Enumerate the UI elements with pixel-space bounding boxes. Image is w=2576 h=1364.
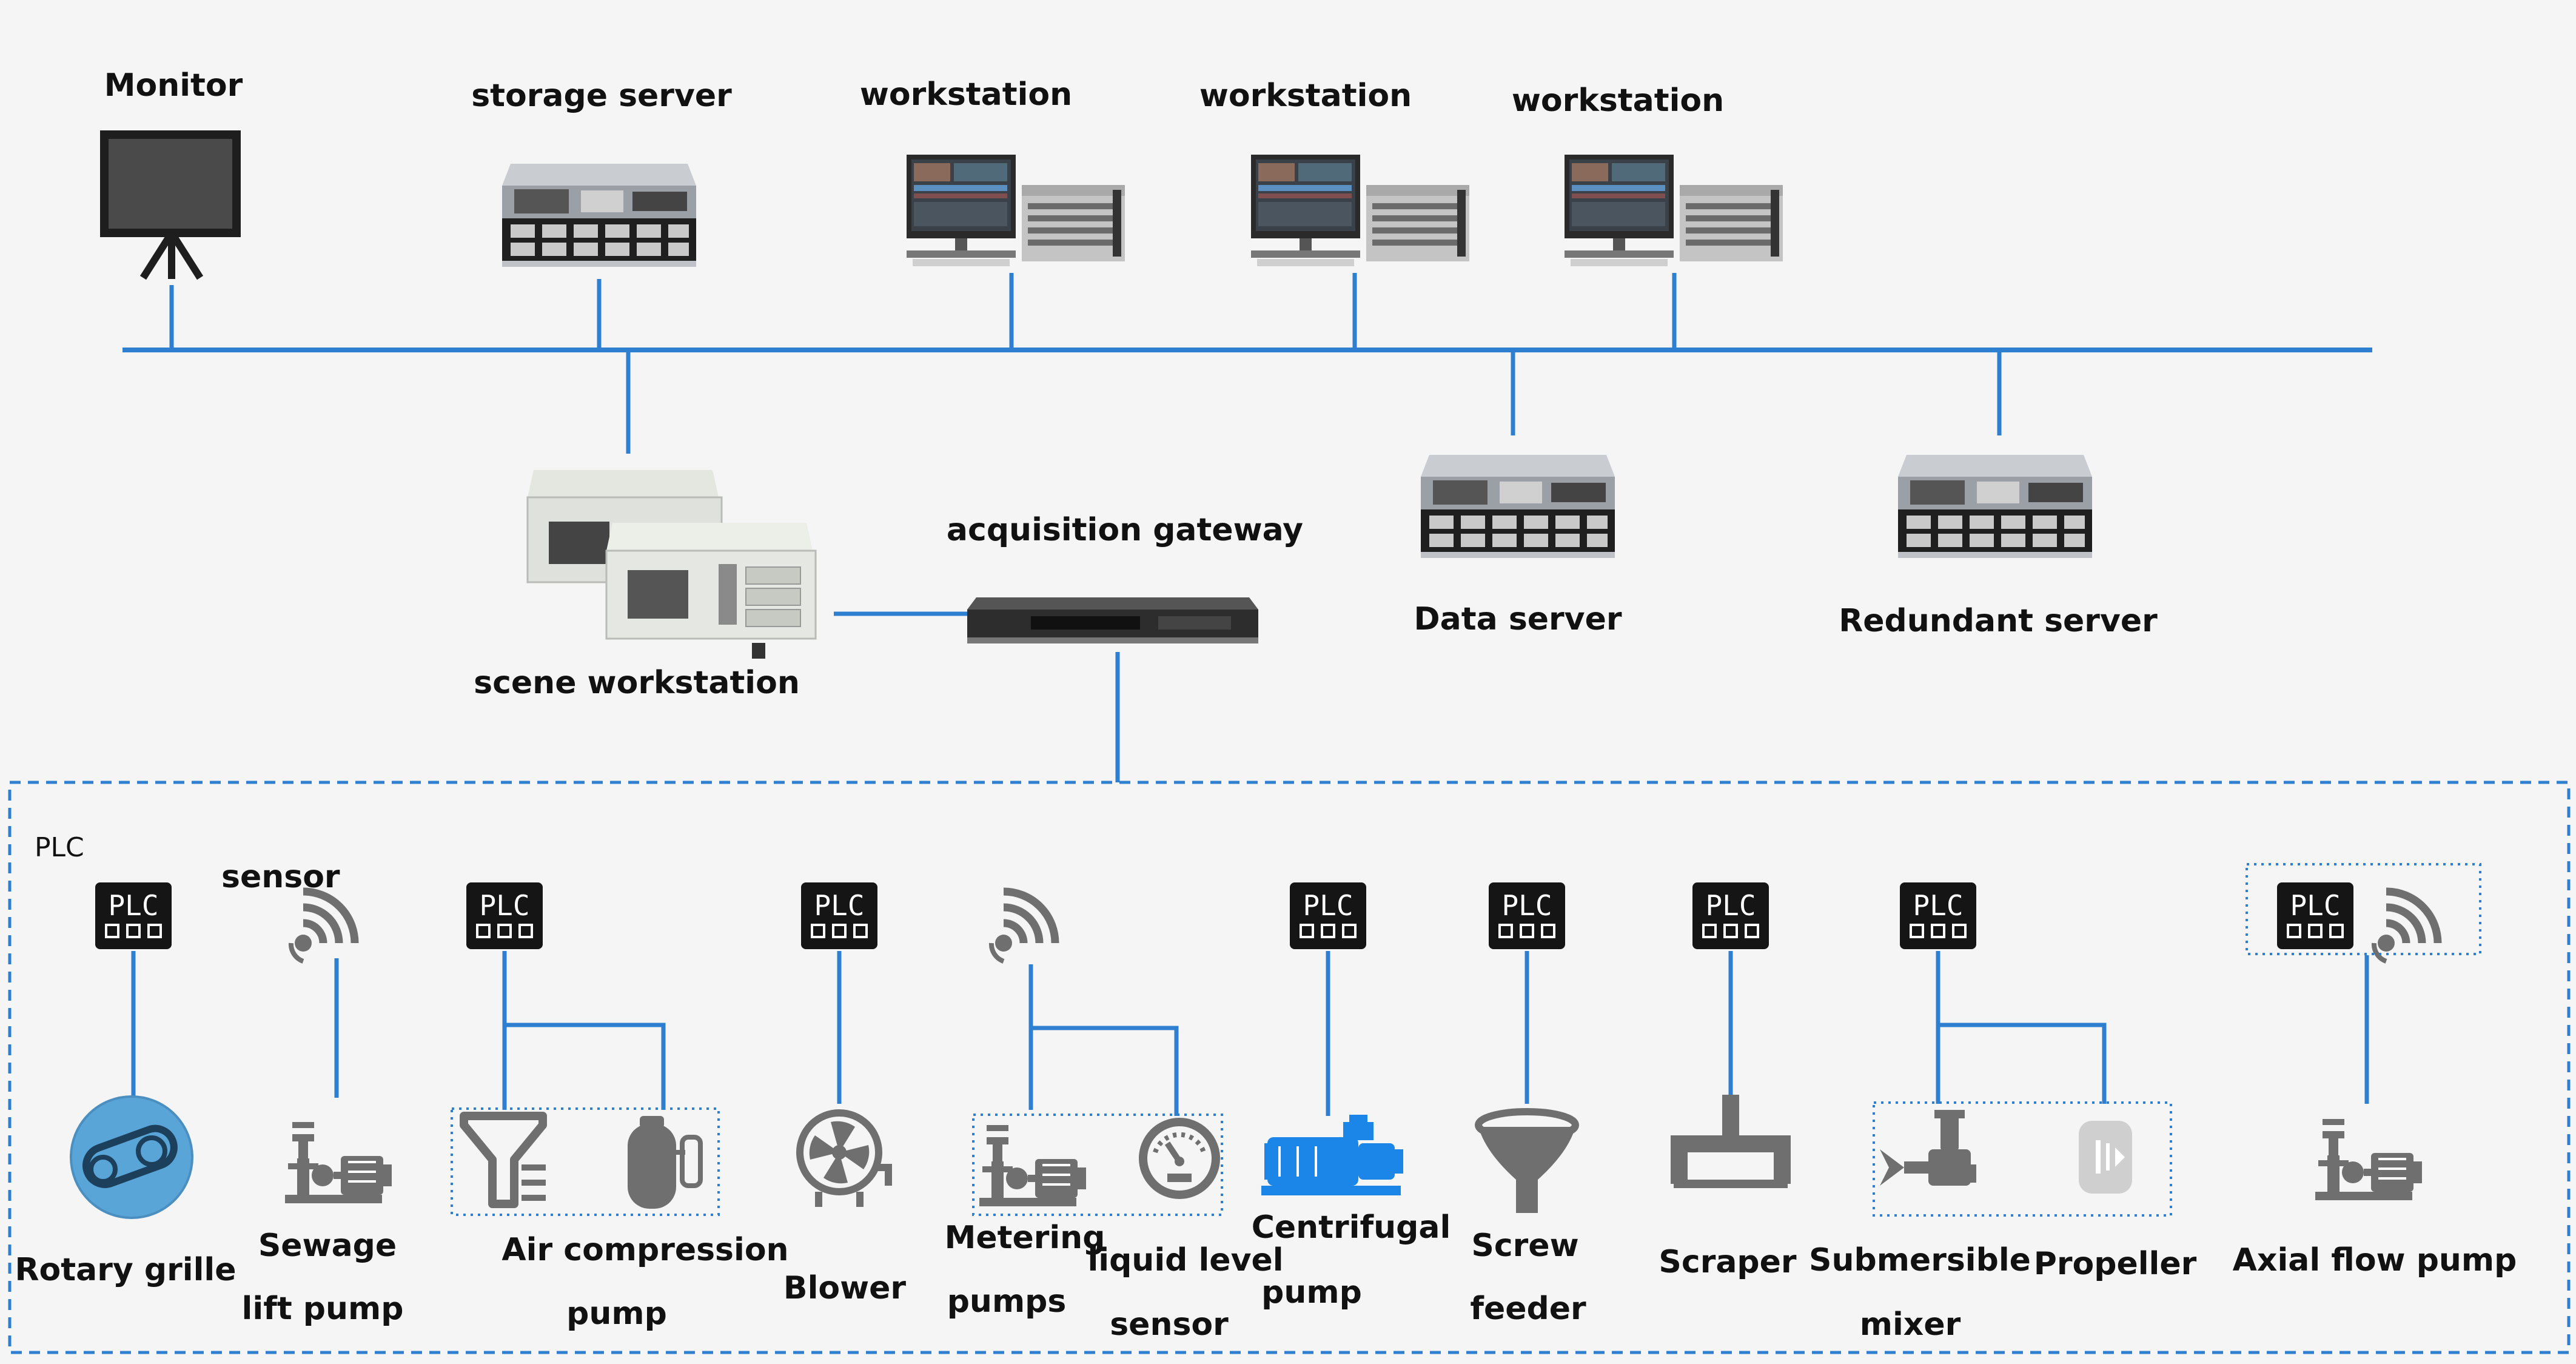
workstation-label-2: workstation xyxy=(1199,78,1412,114)
storage-server-label: storage server xyxy=(471,78,732,114)
acquisition-gateway-icon xyxy=(967,597,1258,643)
plc-field-group xyxy=(8,781,2571,1354)
data-server-icon xyxy=(1421,455,1615,558)
wireless-sensor-icon xyxy=(2374,892,2438,961)
propeller-icon xyxy=(2079,1121,2132,1194)
screw-feeder-icon xyxy=(1475,1108,1579,1213)
redundant-server-icon xyxy=(1898,455,2092,558)
plc-chip-icon xyxy=(1289,881,1367,950)
air-compression-label-2: pump xyxy=(566,1295,667,1332)
axial-flow-pump-label: Axial flow pump xyxy=(2232,1242,2517,1278)
screw-feeder-label-1: Screw xyxy=(1471,1228,1579,1264)
propeller-label: Propeller xyxy=(2033,1246,2197,1282)
air-compression-label-1: Air compression xyxy=(501,1232,789,1268)
screw-feeder-label-2: feeder xyxy=(1470,1291,1586,1327)
liquid-level-sensor-label-1: liquid level xyxy=(1087,1242,1284,1278)
liquid-level-gauge-icon xyxy=(1139,1118,1220,1199)
rotary-grille-icon xyxy=(70,1095,193,1219)
scene-workstation-label: scene workstation xyxy=(474,665,800,701)
blower-icon xyxy=(796,1109,892,1207)
workstation-icon xyxy=(1565,155,1783,266)
metering-pumps-label-1: Metering xyxy=(944,1220,1105,1256)
workstation-icon xyxy=(907,155,1125,266)
plc-chip-icon xyxy=(465,881,544,950)
air-filter-icon xyxy=(460,1112,547,1208)
plc-chip-icon xyxy=(1488,881,1566,950)
storage-server-icon xyxy=(502,164,696,267)
metering-pumps-label-2: pumps xyxy=(947,1283,1067,1320)
plc-chip-icon xyxy=(1899,881,1977,950)
acquisition-gateway-label: acquisition gateway xyxy=(946,512,1304,548)
rotary-grille-label: Rotary grille xyxy=(15,1252,236,1288)
sewage-lift-pump-label-1: Sewage xyxy=(258,1228,397,1264)
plc-group-label: PLC xyxy=(35,832,84,863)
scraper-icon xyxy=(1671,1095,1791,1188)
scraper-label: Scraper xyxy=(1659,1244,1797,1280)
plc-chip-icon xyxy=(1691,881,1770,950)
redundant-server-label: Redundant server xyxy=(1839,603,2158,639)
data-server-label: Data server xyxy=(1414,601,1622,637)
centrifugal-pump-icon xyxy=(1261,1115,1403,1195)
centrifugal-pump-label-2: pump xyxy=(1261,1274,1362,1311)
blower-label: Blower xyxy=(783,1270,907,1306)
workstation-label-1: workstation xyxy=(859,76,1073,113)
workstation-icon xyxy=(1251,155,1469,266)
scene-workstation-icon xyxy=(526,470,817,659)
wireless-sensor-icon xyxy=(991,892,1055,961)
wireless-sensor-icon xyxy=(291,892,355,961)
plc-chip-icon xyxy=(800,881,879,950)
submersible-mixer-label-2: mixer xyxy=(1859,1306,1961,1343)
centrifugal-pump-label-1: Centrifugal xyxy=(1251,1209,1451,1246)
workstation-label-3: workstation xyxy=(1511,82,1725,119)
plc-chip-icon xyxy=(94,881,173,950)
sewage-lift-pump-icon xyxy=(284,1121,393,1204)
sewage-lift-pump-label-2: lift pump xyxy=(241,1291,404,1327)
metering-pump-icon xyxy=(978,1124,1087,1208)
monitor-label: Monitor xyxy=(104,67,243,104)
submersible-mixer-label-1: Submersible xyxy=(1809,1242,2031,1278)
plc-chip-icon xyxy=(2276,881,2355,950)
submersible-mixer-icon xyxy=(1880,1110,1976,1186)
liquid-level-sensor-label-2: sensor xyxy=(1110,1306,1229,1343)
monitor-icon xyxy=(100,130,241,280)
axial-flow-pump-icon xyxy=(2314,1118,2423,1201)
sensor-label: sensor xyxy=(221,859,340,895)
air-tank-icon xyxy=(628,1116,703,1209)
